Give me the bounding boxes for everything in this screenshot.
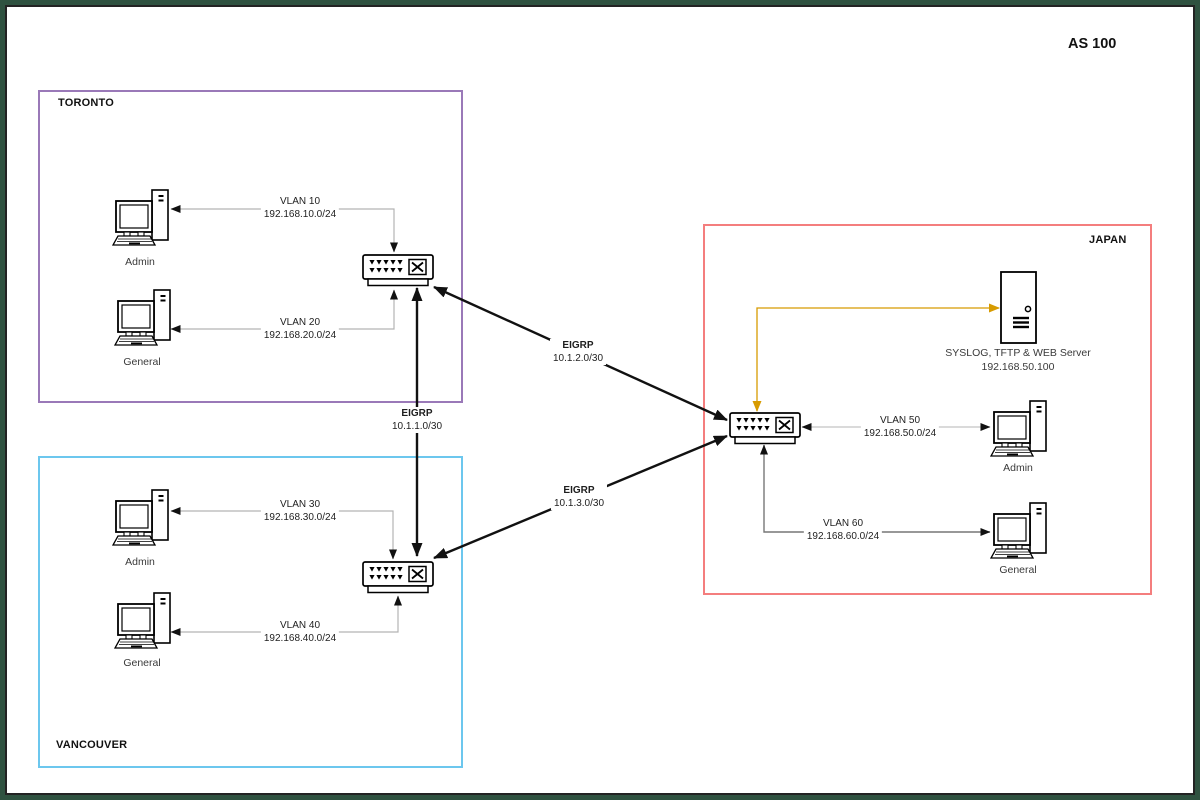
japan-server-label: SYSLOG, TFTP & WEB Server [945, 347, 1091, 359]
edge-label-vlan30: VLAN 30 192.168.30.0/24 [260, 498, 340, 524]
toronto-general-pc [113, 289, 172, 352]
toronto-admin-label: Admin [125, 256, 155, 268]
region-japan-label: JAPAN [1089, 234, 1127, 246]
japan-general-label: General [999, 564, 1037, 576]
edge-vlan40 [170, 595, 402, 636]
region-vancouver-label: VANCOUVER [56, 739, 128, 751]
edge-vlan10 [170, 205, 398, 253]
vancouver-general-label: General [123, 657, 161, 669]
edge-label-vlan10: VLAN 10 192.168.10.0/24 [260, 195, 340, 221]
edge-label-vlan60: VLAN 60 192.168.60.0/24 [803, 517, 883, 543]
region-vancouver [38, 456, 463, 768]
toronto-switch [362, 254, 434, 293]
pc-icon [989, 502, 1047, 559]
pc-icon [113, 592, 171, 649]
edge-vlan30 [170, 507, 397, 560]
edge-vlan20 [170, 289, 398, 333]
vancouver-admin-pc [111, 489, 170, 552]
japan-general-pc [989, 502, 1048, 565]
vancouver-general-pc [113, 592, 172, 655]
japan-server [1000, 271, 1037, 349]
edge-label-vlan20: VLAN 20 192.168.20.0/24 [260, 316, 340, 342]
edge-label-vlan40: VLAN 40 192.168.40.0/24 [260, 619, 340, 645]
pc-icon [111, 489, 169, 546]
japan-admin-pc [989, 400, 1048, 463]
as-number-label: AS 100 [1068, 36, 1117, 52]
switch-icon [729, 412, 801, 445]
region-toronto-label: TORONTO [58, 97, 114, 109]
edge-label-eigrp-vancouver-japan: EIGRP 10.1.3.0/30 [550, 484, 608, 510]
switch-icon [362, 254, 434, 287]
pc-icon [111, 189, 169, 246]
toronto-admin-pc [111, 189, 170, 252]
edge-label-vlan50: VLAN 50 192.168.50.0/24 [860, 414, 940, 440]
japan-server-ip: 192.168.50.100 [981, 361, 1055, 373]
vancouver-admin-label: Admin [125, 556, 155, 568]
edge-switch-to-server [752, 303, 1000, 412]
edge-label-eigrp-toronto-japan: EIGRP 10.1.2.0/30 [549, 339, 607, 365]
japan-switch [729, 412, 801, 451]
japan-admin-label: Admin [1003, 462, 1033, 474]
pc-icon [989, 400, 1047, 457]
edge-vlan60 [760, 444, 991, 536]
edge-label-eigrp-toronto-vancouver: EIGRP 10.1.1.0/30 [388, 407, 446, 433]
toronto-general-label: General [123, 356, 161, 368]
server-icon [1000, 271, 1037, 344]
switch-icon [362, 561, 434, 594]
pc-icon [113, 289, 171, 346]
vancouver-switch [362, 561, 434, 600]
region-toronto [38, 90, 463, 403]
